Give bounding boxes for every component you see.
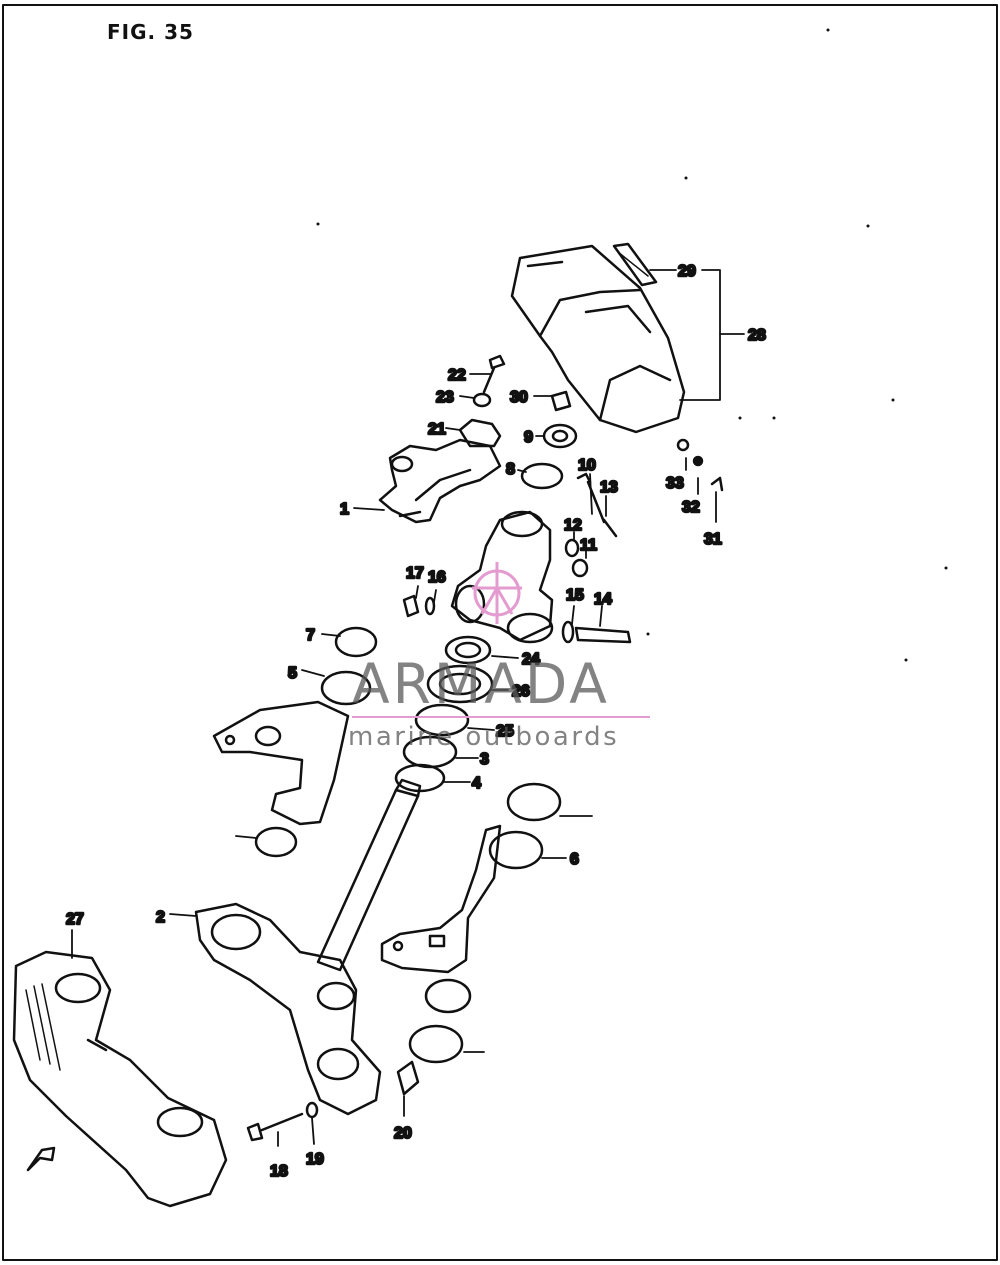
watermark-logo-icon <box>472 562 522 624</box>
ring-lower-right <box>424 978 472 1014</box>
page-frame <box>2 4 998 1261</box>
callout: 23 <box>436 389 454 406</box>
callout: 31 <box>704 531 722 548</box>
callout: 10 <box>578 457 596 474</box>
nut-17 <box>402 594 420 618</box>
callout: 9 <box>524 429 533 446</box>
nut-9 <box>542 423 578 449</box>
cap-21 <box>458 418 502 448</box>
nut-24-hole <box>454 641 482 659</box>
ring-5 <box>320 670 372 706</box>
callout: 7 <box>306 627 315 644</box>
washer-26-hole <box>438 672 482 696</box>
handlebar-cover <box>510 244 686 434</box>
callout: 30 <box>510 389 528 406</box>
emblem <box>612 242 658 287</box>
washer-26 <box>426 664 494 704</box>
callout: 17 <box>406 565 424 582</box>
callout: 26 <box>512 683 530 700</box>
washer-32 <box>692 455 704 467</box>
top-bridge <box>12 950 228 1208</box>
cup-7-upper-right <box>506 782 562 822</box>
front-arrow-icon <box>26 1146 56 1172</box>
callout: 15 <box>566 587 584 604</box>
bearing-25 <box>414 703 470 737</box>
callout: 25 <box>496 723 514 740</box>
callout: 6 <box>570 851 579 868</box>
callout: 21 <box>428 421 446 438</box>
clip <box>550 390 572 412</box>
watermark-brand: ARMADA <box>352 652 610 716</box>
callout: 19 <box>306 1151 324 1168</box>
bolt-22 <box>482 354 506 394</box>
callout: 32 <box>682 499 700 516</box>
callout: 29 <box>678 263 696 280</box>
callout: 16 <box>428 569 446 586</box>
callout: 1 <box>340 501 349 518</box>
callout: 2 <box>156 909 165 926</box>
nut-9-hole <box>551 429 569 443</box>
callout: 3 <box>480 751 489 768</box>
nut-33 <box>676 438 690 452</box>
cup-7-upper-left <box>334 626 378 658</box>
watermark-tagline: marine outboards <box>348 722 620 752</box>
callout: 14 <box>594 591 612 608</box>
nut-12 <box>564 538 580 558</box>
stem-head <box>450 510 554 644</box>
ring-6 <box>488 830 544 870</box>
callout: 22 <box>448 367 466 384</box>
callout: 11 <box>580 537 597 554</box>
nut-24 <box>444 635 492 665</box>
upper-bracket <box>378 438 502 524</box>
callout: 8 <box>506 461 515 478</box>
callout: 20 <box>394 1125 412 1142</box>
scan-specks <box>316 28 948 662</box>
washer-16 <box>424 596 436 616</box>
callout: 27 <box>66 911 84 928</box>
cup-7-lower-left <box>254 826 298 858</box>
bolt-13 <box>602 518 618 538</box>
washer-15 <box>561 620 575 644</box>
callout-numbers: 1 2 3 4 5 6 7 8 9 10 11 12 13 14 15 16 1… <box>65 262 767 1182</box>
screw-31 <box>710 476 724 492</box>
figure-label: FIG. 35 <box>107 20 194 44</box>
bolt-14 <box>574 626 632 644</box>
leader-lines <box>71 269 745 1147</box>
steering-stem <box>194 778 422 1116</box>
washer-19 <box>305 1101 319 1119</box>
callout: 13 <box>600 479 618 496</box>
callout: 33 <box>666 475 684 492</box>
callout: 12 <box>564 517 582 534</box>
cup-7-lower-right <box>408 1024 464 1064</box>
callout: 18 <box>270 1163 288 1180</box>
clamp-20 <box>396 1060 420 1096</box>
callout: 28 <box>748 327 766 344</box>
bolt-18 <box>246 1112 304 1142</box>
washer-23 <box>472 392 492 408</box>
watermark-underline <box>352 716 650 718</box>
nut-11 <box>571 558 589 578</box>
callout: 24 <box>522 651 540 668</box>
callout: 5 <box>288 665 297 682</box>
washer-8 <box>520 462 564 490</box>
left-bracket <box>212 700 350 826</box>
right-bracket <box>380 824 502 974</box>
callout: 4 <box>472 775 481 792</box>
